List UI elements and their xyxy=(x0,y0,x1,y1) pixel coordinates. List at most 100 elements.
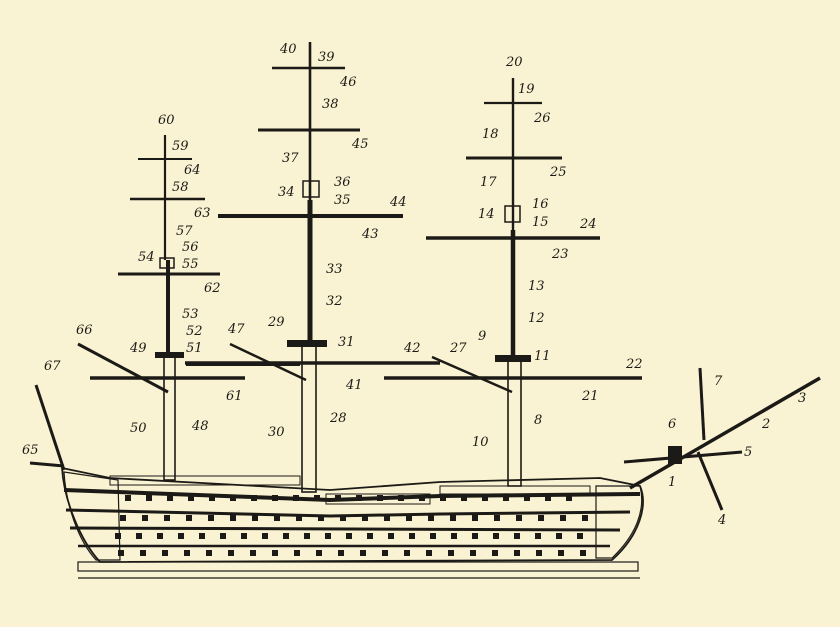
part-label-27: 27 xyxy=(449,341,467,356)
fore-cap xyxy=(504,205,521,223)
gunport xyxy=(580,550,586,556)
gunport xyxy=(162,550,168,556)
gunport xyxy=(294,550,300,556)
gunport xyxy=(272,550,278,556)
gunport xyxy=(560,515,566,521)
gunport xyxy=(296,515,302,521)
gunport xyxy=(293,495,299,501)
part-label-5: 5 xyxy=(744,445,752,460)
part-label-7: 7 xyxy=(714,374,723,389)
fore-top xyxy=(495,355,531,362)
gunport xyxy=(558,550,564,556)
bowsprit xyxy=(629,376,821,490)
gunport xyxy=(440,495,446,501)
part-label-63: 63 xyxy=(194,206,211,221)
gunport xyxy=(316,550,322,556)
gunport xyxy=(220,533,226,539)
gunport xyxy=(178,533,184,539)
gunport xyxy=(448,550,454,556)
gunport xyxy=(398,495,404,501)
part-label-49: 49 xyxy=(129,341,147,356)
bowsprit-spar-lower xyxy=(696,451,724,511)
part-label-42: 42 xyxy=(403,341,421,356)
main-top xyxy=(287,340,327,347)
wale-3 xyxy=(69,526,621,532)
gunport xyxy=(199,533,205,539)
part-label-39: 39 xyxy=(318,50,335,65)
gunport xyxy=(377,495,383,501)
stern-gallery xyxy=(63,471,121,561)
gunport xyxy=(251,495,257,501)
gunport xyxy=(318,515,324,521)
part-label-54: 54 xyxy=(138,250,155,265)
part-label-53: 53 xyxy=(182,307,199,322)
gunport xyxy=(362,515,368,521)
part-label-59: 59 xyxy=(172,139,189,154)
gunport xyxy=(252,515,258,521)
gunport xyxy=(430,533,436,539)
part-label-35: 35 xyxy=(334,193,351,208)
part-label-24: 24 xyxy=(579,217,597,232)
deck-panel-mid xyxy=(325,493,431,505)
gunport xyxy=(470,550,476,556)
gunport xyxy=(556,533,562,539)
gunport xyxy=(492,550,498,556)
gunport xyxy=(250,550,256,556)
gunport xyxy=(577,533,583,539)
gunport xyxy=(472,515,478,521)
part-label-9: 9 xyxy=(478,329,486,344)
part-label-3: 3 xyxy=(798,391,806,406)
part-label-33: 33 xyxy=(326,262,343,277)
part-label-16: 16 xyxy=(532,197,549,212)
gunport xyxy=(494,515,500,521)
gunport xyxy=(228,550,234,556)
gunport xyxy=(188,495,194,501)
part-label-17: 17 xyxy=(480,175,497,190)
wale-2 xyxy=(65,508,631,518)
bow xyxy=(595,485,643,559)
part-label-56: 56 xyxy=(182,240,199,255)
gunport xyxy=(325,533,331,539)
mizzen-top xyxy=(155,352,184,358)
part-label-40: 40 xyxy=(279,42,297,57)
wale-1 xyxy=(63,488,641,503)
part-label-2: 2 xyxy=(761,417,770,432)
part-label-32: 32 xyxy=(326,294,343,309)
part-label-57: 57 xyxy=(176,224,193,239)
gunport xyxy=(136,533,142,539)
gunport xyxy=(461,495,467,501)
part-label-10: 10 xyxy=(472,435,489,450)
part-label-13: 13 xyxy=(528,279,545,294)
part-label-51: 51 xyxy=(186,341,203,356)
mizzen-gaff xyxy=(77,342,169,394)
part-label-48: 48 xyxy=(191,419,209,434)
gunport xyxy=(186,515,192,521)
gunport xyxy=(536,550,542,556)
part-label-1: 1 xyxy=(668,475,676,490)
part-label-55: 55 xyxy=(182,257,199,272)
part-label-41: 41 xyxy=(345,378,363,393)
gunport xyxy=(346,533,352,539)
gunport xyxy=(335,495,341,501)
gunport xyxy=(120,515,126,521)
part-label-18: 18 xyxy=(482,127,499,142)
part-label-22: 22 xyxy=(625,357,643,372)
part-label-65: 65 xyxy=(22,443,39,458)
fore-gaff xyxy=(431,355,513,394)
gunport xyxy=(409,533,415,539)
part-label-15: 15 xyxy=(532,215,549,230)
gunport xyxy=(304,533,310,539)
bowsprit-group xyxy=(623,367,821,511)
part-label-61: 61 xyxy=(226,389,243,404)
gunport xyxy=(538,515,544,521)
part-label-12: 12 xyxy=(528,311,545,326)
main-mast xyxy=(185,42,440,493)
part-label-28: 28 xyxy=(329,411,347,426)
gunport xyxy=(314,495,320,501)
part-label-60: 60 xyxy=(158,113,175,128)
part-label-50: 50 xyxy=(130,421,147,436)
mizzen-mast xyxy=(77,135,300,481)
part-label-67: 67 xyxy=(44,359,61,374)
part-label-6: 6 xyxy=(668,417,676,432)
